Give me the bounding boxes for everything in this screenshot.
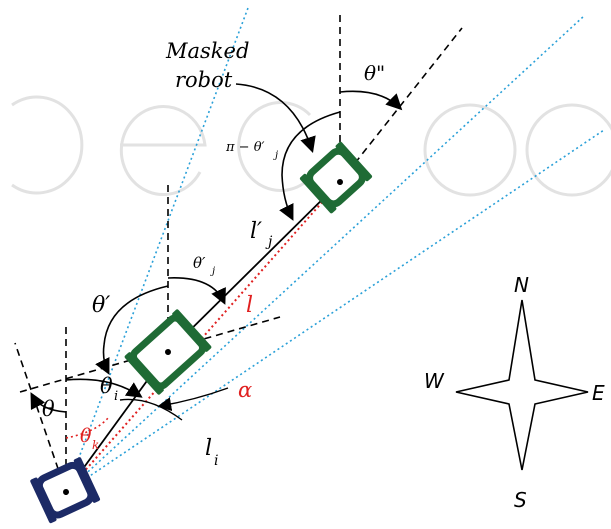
- arc-masked-robot-pointer: [235, 83, 316, 154]
- label-theta-prime: θ′: [92, 293, 110, 318]
- compass-west: W: [424, 369, 445, 393]
- line-l-prime-j: [167, 181, 341, 353]
- compass-north: N: [514, 273, 529, 297]
- compass-south: S: [514, 488, 527, 512]
- compass-east: E: [592, 381, 605, 405]
- blue-dotted-line-left: [65, 7, 249, 493]
- masked-robot: [299, 141, 373, 214]
- label-masked-robot-line2: robot: [175, 68, 233, 92]
- label-theta-prime-j: θ′: [193, 254, 206, 272]
- label-theta: θ: [42, 397, 55, 421]
- label-theta-double-prime: θ": [364, 61, 385, 85]
- compass-rose: [455, 299, 589, 471]
- arc-theta-prime-j: [167, 277, 226, 305]
- arc-theta-double-prime: [339, 90, 403, 111]
- dashed-orientation-bottom: [14, 342, 67, 493]
- compass-star: [455, 299, 589, 471]
- label-alpha: α: [238, 378, 252, 402]
- label-l: l: [246, 293, 253, 318]
- arc-theta-prime: [95, 285, 169, 375]
- bottom-robot: [30, 457, 101, 524]
- arc-theta: [30, 392, 67, 413]
- blue-dotted-line-right: [65, 15, 585, 493]
- label-theta-k: θ: [80, 425, 92, 447]
- red-dotted-line-l: [65, 181, 341, 493]
- label-l-prime-j-sub: j: [265, 234, 273, 250]
- blue-dotted-line-lower: [65, 129, 605, 493]
- label-l-i-sub: i: [214, 453, 218, 469]
- label-pi-minus-theta-prime-j-sub: j: [273, 150, 278, 161]
- label-l-i: l: [205, 436, 212, 461]
- label-l-prime-j: l′: [250, 219, 262, 244]
- label-masked-robot-line1: Masked: [165, 39, 249, 63]
- arc-theta-k: [65, 417, 109, 439]
- label-theta-i-sub: i: [114, 389, 118, 404]
- arc-l-i-pointer: [119, 398, 183, 421]
- middle-robot: [124, 309, 212, 395]
- label-theta-k-sub: k: [92, 438, 99, 452]
- label-theta-prime-j-sub: j: [210, 266, 215, 277]
- label-pi-minus-theta-prime-j: π − θ′: [225, 140, 265, 155]
- alpha-pointer: [157, 387, 229, 412]
- dashed-orientation-masked: [339, 27, 463, 183]
- arc-theta-i: [65, 378, 143, 398]
- label-theta-i: θ: [100, 374, 113, 398]
- arc-pi-minus-theta-prime-j: [279, 111, 341, 221]
